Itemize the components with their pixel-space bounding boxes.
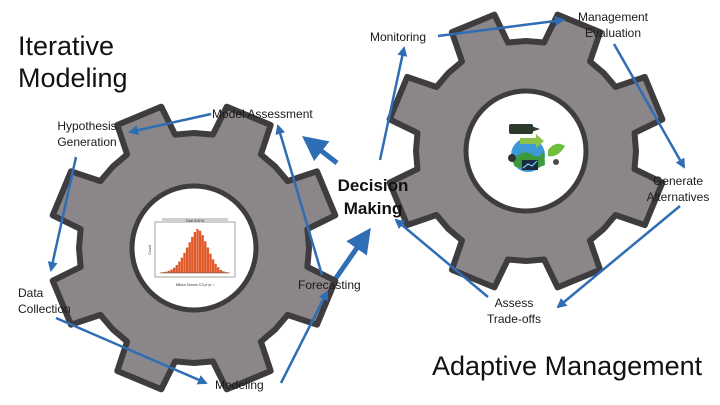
histogram-bar <box>196 229 199 273</box>
histogram-inset: Total NGHG Million Tonnes CO₂e yr⁻¹ Coun… <box>148 218 236 287</box>
step-generate-line2: Alternatives <box>646 190 710 204</box>
title-iterative-line1: Iterative <box>18 31 115 61</box>
histogram-bar <box>175 265 178 273</box>
histogram-bar <box>180 257 184 273</box>
decision-arrows <box>302 135 371 280</box>
histogram-bar <box>214 263 217 273</box>
histogram-bar <box>183 252 186 273</box>
histogram-bar <box>209 253 212 273</box>
step-modeling: Modeling <box>215 378 264 392</box>
histogram-bars <box>160 229 230 274</box>
histogram-bar <box>217 267 220 273</box>
title-adaptive-management: Adaptive Management <box>432 351 703 381</box>
arrow-monitoring-to-evaluation <box>437 16 565 38</box>
histogram-bar <box>193 232 197 273</box>
arrow-forecasting-to-decision <box>333 227 371 280</box>
histogram-bar <box>204 241 207 273</box>
histogram-bar <box>167 270 171 273</box>
histogram-bar <box>211 259 215 273</box>
step-model-assessment: Model Assessment <box>212 107 313 121</box>
step-data-line1: Data <box>18 286 44 300</box>
step-hypothesis-line2: Generation <box>57 135 117 149</box>
decision-making-line2: Making <box>343 199 403 218</box>
arrow-decision-to-monitoring <box>378 46 408 161</box>
histogram-xlabel: Million Tonnes CO₂e yr⁻¹ <box>176 283 215 287</box>
histogram-bar <box>191 236 194 273</box>
arrow-evaluation-to-alternatives <box>612 43 686 169</box>
step-management-line2: Evaluation <box>584 26 642 40</box>
adaptive-cycle-arrows <box>378 16 686 309</box>
step-assess-line1: Assess <box>494 296 534 310</box>
histogram-bar <box>178 261 181 273</box>
arrow-alternatives-to-tradeoffs <box>556 205 681 309</box>
arrow-assessment-to-hypothesis <box>128 112 212 136</box>
histogram-title: Total NGHG <box>186 219 205 223</box>
environment-management-icon <box>508 124 565 172</box>
histogram-bar <box>165 271 168 273</box>
histogram-bar <box>172 267 176 273</box>
arrow-decision-to-assessment <box>302 135 339 165</box>
histogram-bar <box>219 269 223 273</box>
step-management-line1: Management <box>577 10 649 24</box>
histogram-bar <box>224 272 228 273</box>
arrow-hypothesis-to-data <box>47 156 78 272</box>
iterative-cycle-arrows <box>47 112 329 385</box>
histogram-bar <box>198 230 202 273</box>
histogram-bar <box>185 247 189 273</box>
histogram-bar <box>162 272 165 273</box>
title-iterative-line2: Modeling <box>18 63 128 93</box>
arrow-tradeoffs-to-decision <box>394 218 489 298</box>
decision-making-line1: Decision <box>337 176 409 195</box>
step-forecasting: Forecasting <box>298 278 361 292</box>
histogram-bar <box>188 242 191 273</box>
arrow-data-to-modeling <box>55 316 208 385</box>
histogram-bar <box>206 247 210 273</box>
arrow-modeling-to-forecasting <box>279 290 329 384</box>
step-generate-line1: Generate <box>652 174 704 188</box>
step-data-line2: Collection <box>18 302 71 316</box>
histogram-bar <box>222 271 225 273</box>
step-hypothesis-line1: Hypothesis <box>57 119 117 133</box>
histogram-ylabel: Count <box>148 245 152 254</box>
histogram-bar <box>170 269 173 273</box>
histogram-title-strip <box>162 218 228 223</box>
step-assess-line2: Trade-offs <box>486 312 542 326</box>
step-monitoring: Monitoring <box>370 30 427 44</box>
arrow-forecasting-to-assessment <box>275 124 324 276</box>
histogram-bar <box>201 235 204 273</box>
